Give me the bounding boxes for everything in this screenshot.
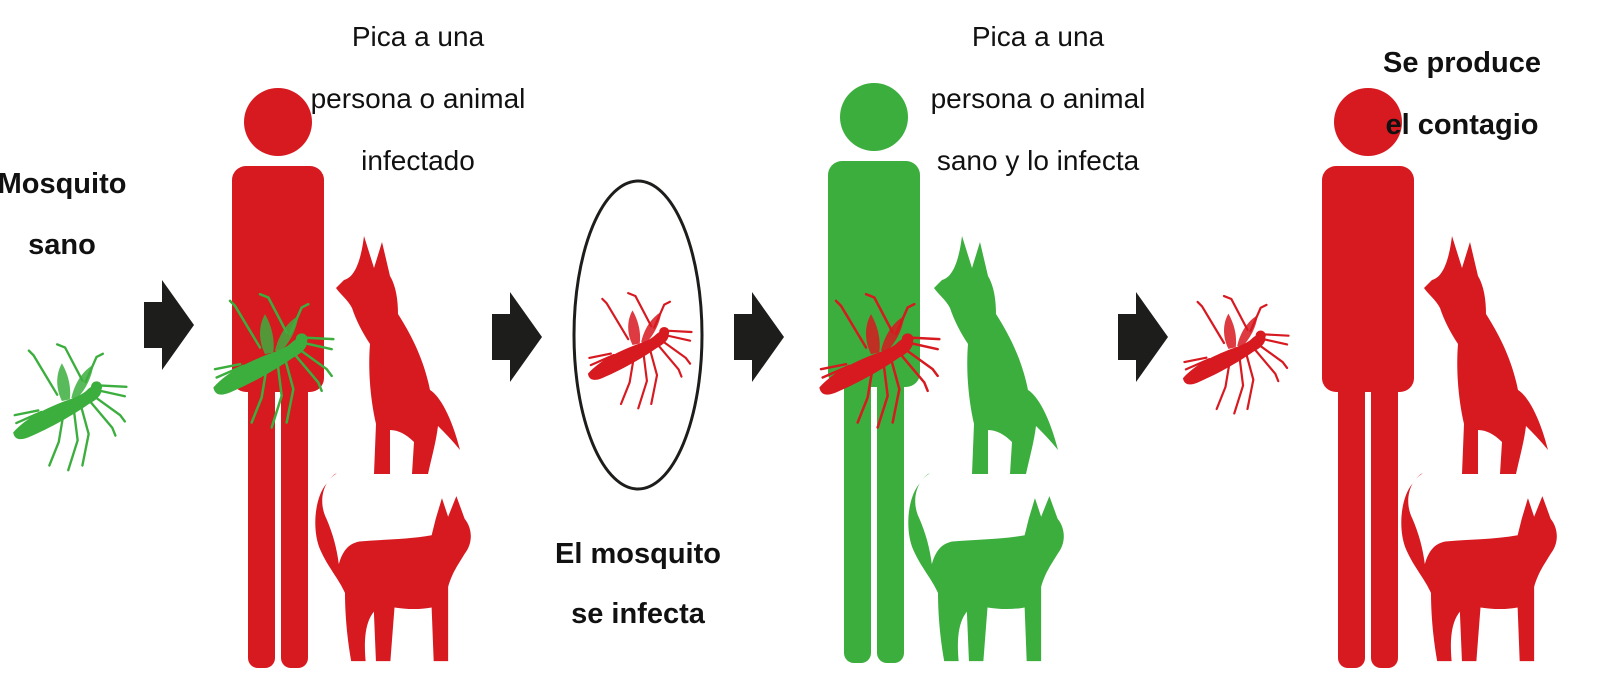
arrow-right-icon (144, 280, 194, 370)
step3-label: El mosquito se infecta (555, 538, 721, 630)
step5-line-1: Se produce (1383, 47, 1541, 79)
step1-line-1: Mosquito (0, 168, 126, 200)
arrow-right-icon (734, 292, 784, 382)
arrow-right-icon (492, 292, 542, 382)
infected-mosquito-icon (1183, 296, 1289, 413)
infected-person-icon (1322, 88, 1414, 668)
infected-mosquito-icon (588, 293, 692, 408)
step3-line-2: se infecta (571, 598, 706, 630)
step2-line-1: Pica a una (352, 21, 485, 52)
healthy-mosquito-icon (13, 344, 126, 470)
arrow-right-icon (1118, 292, 1168, 382)
step2-line-3: infectado (361, 145, 475, 176)
step2-line-2: persona o animal (311, 83, 526, 114)
healthy-cat-icon (908, 473, 1064, 661)
infected-dog-icon (336, 236, 460, 474)
step4-line-3: sano y lo infecta (937, 145, 1140, 176)
step4-label: Pica a una persona o animal sano y lo in… (931, 21, 1146, 176)
step3-line-1: El mosquito (555, 538, 721, 570)
infected-dog-icon (1424, 236, 1548, 474)
infected-cat-icon (315, 473, 471, 661)
step5-label: Se produce el contagio (1383, 47, 1541, 141)
infected-cat-icon (1401, 473, 1557, 661)
step4-line-1: Pica a una (972, 21, 1105, 52)
step2-label: Pica a una persona o animal infectado (311, 21, 526, 176)
healthy-dog-icon (934, 236, 1058, 474)
step5-line-2: el contagio (1385, 109, 1538, 141)
step1-label: Mosquito sano (0, 168, 126, 261)
step1-line-2: sano (28, 229, 96, 261)
step4-line-2: persona o animal (931, 83, 1146, 114)
